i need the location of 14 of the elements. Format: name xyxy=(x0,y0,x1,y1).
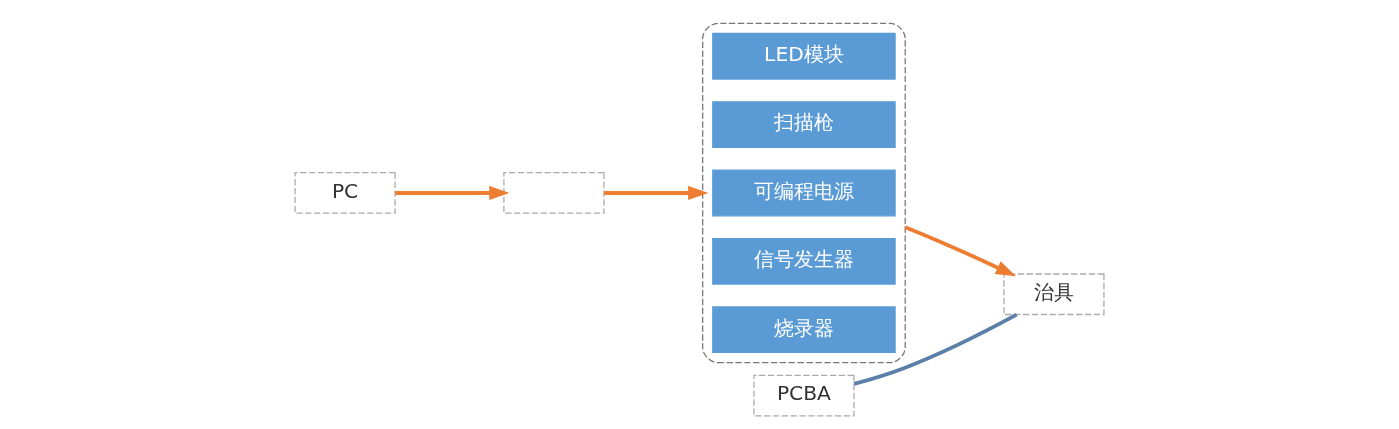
node-box: LED模块 xyxy=(712,32,896,80)
node-box: 扫描枪 xyxy=(712,101,896,149)
arrow xyxy=(604,185,709,201)
node-box: 烧录器 xyxy=(712,306,896,354)
node-box: PC xyxy=(294,172,396,214)
connector xyxy=(853,312,1018,386)
arrow xyxy=(904,225,1017,277)
node-box xyxy=(503,172,605,214)
node-box: 信号发生器 xyxy=(712,237,896,285)
node-box: 治具 xyxy=(1003,273,1105,316)
node-box: 可编程电源 xyxy=(712,169,896,217)
node-box: PCBA xyxy=(753,374,855,417)
arrow xyxy=(395,185,510,201)
cluster xyxy=(702,22,906,364)
